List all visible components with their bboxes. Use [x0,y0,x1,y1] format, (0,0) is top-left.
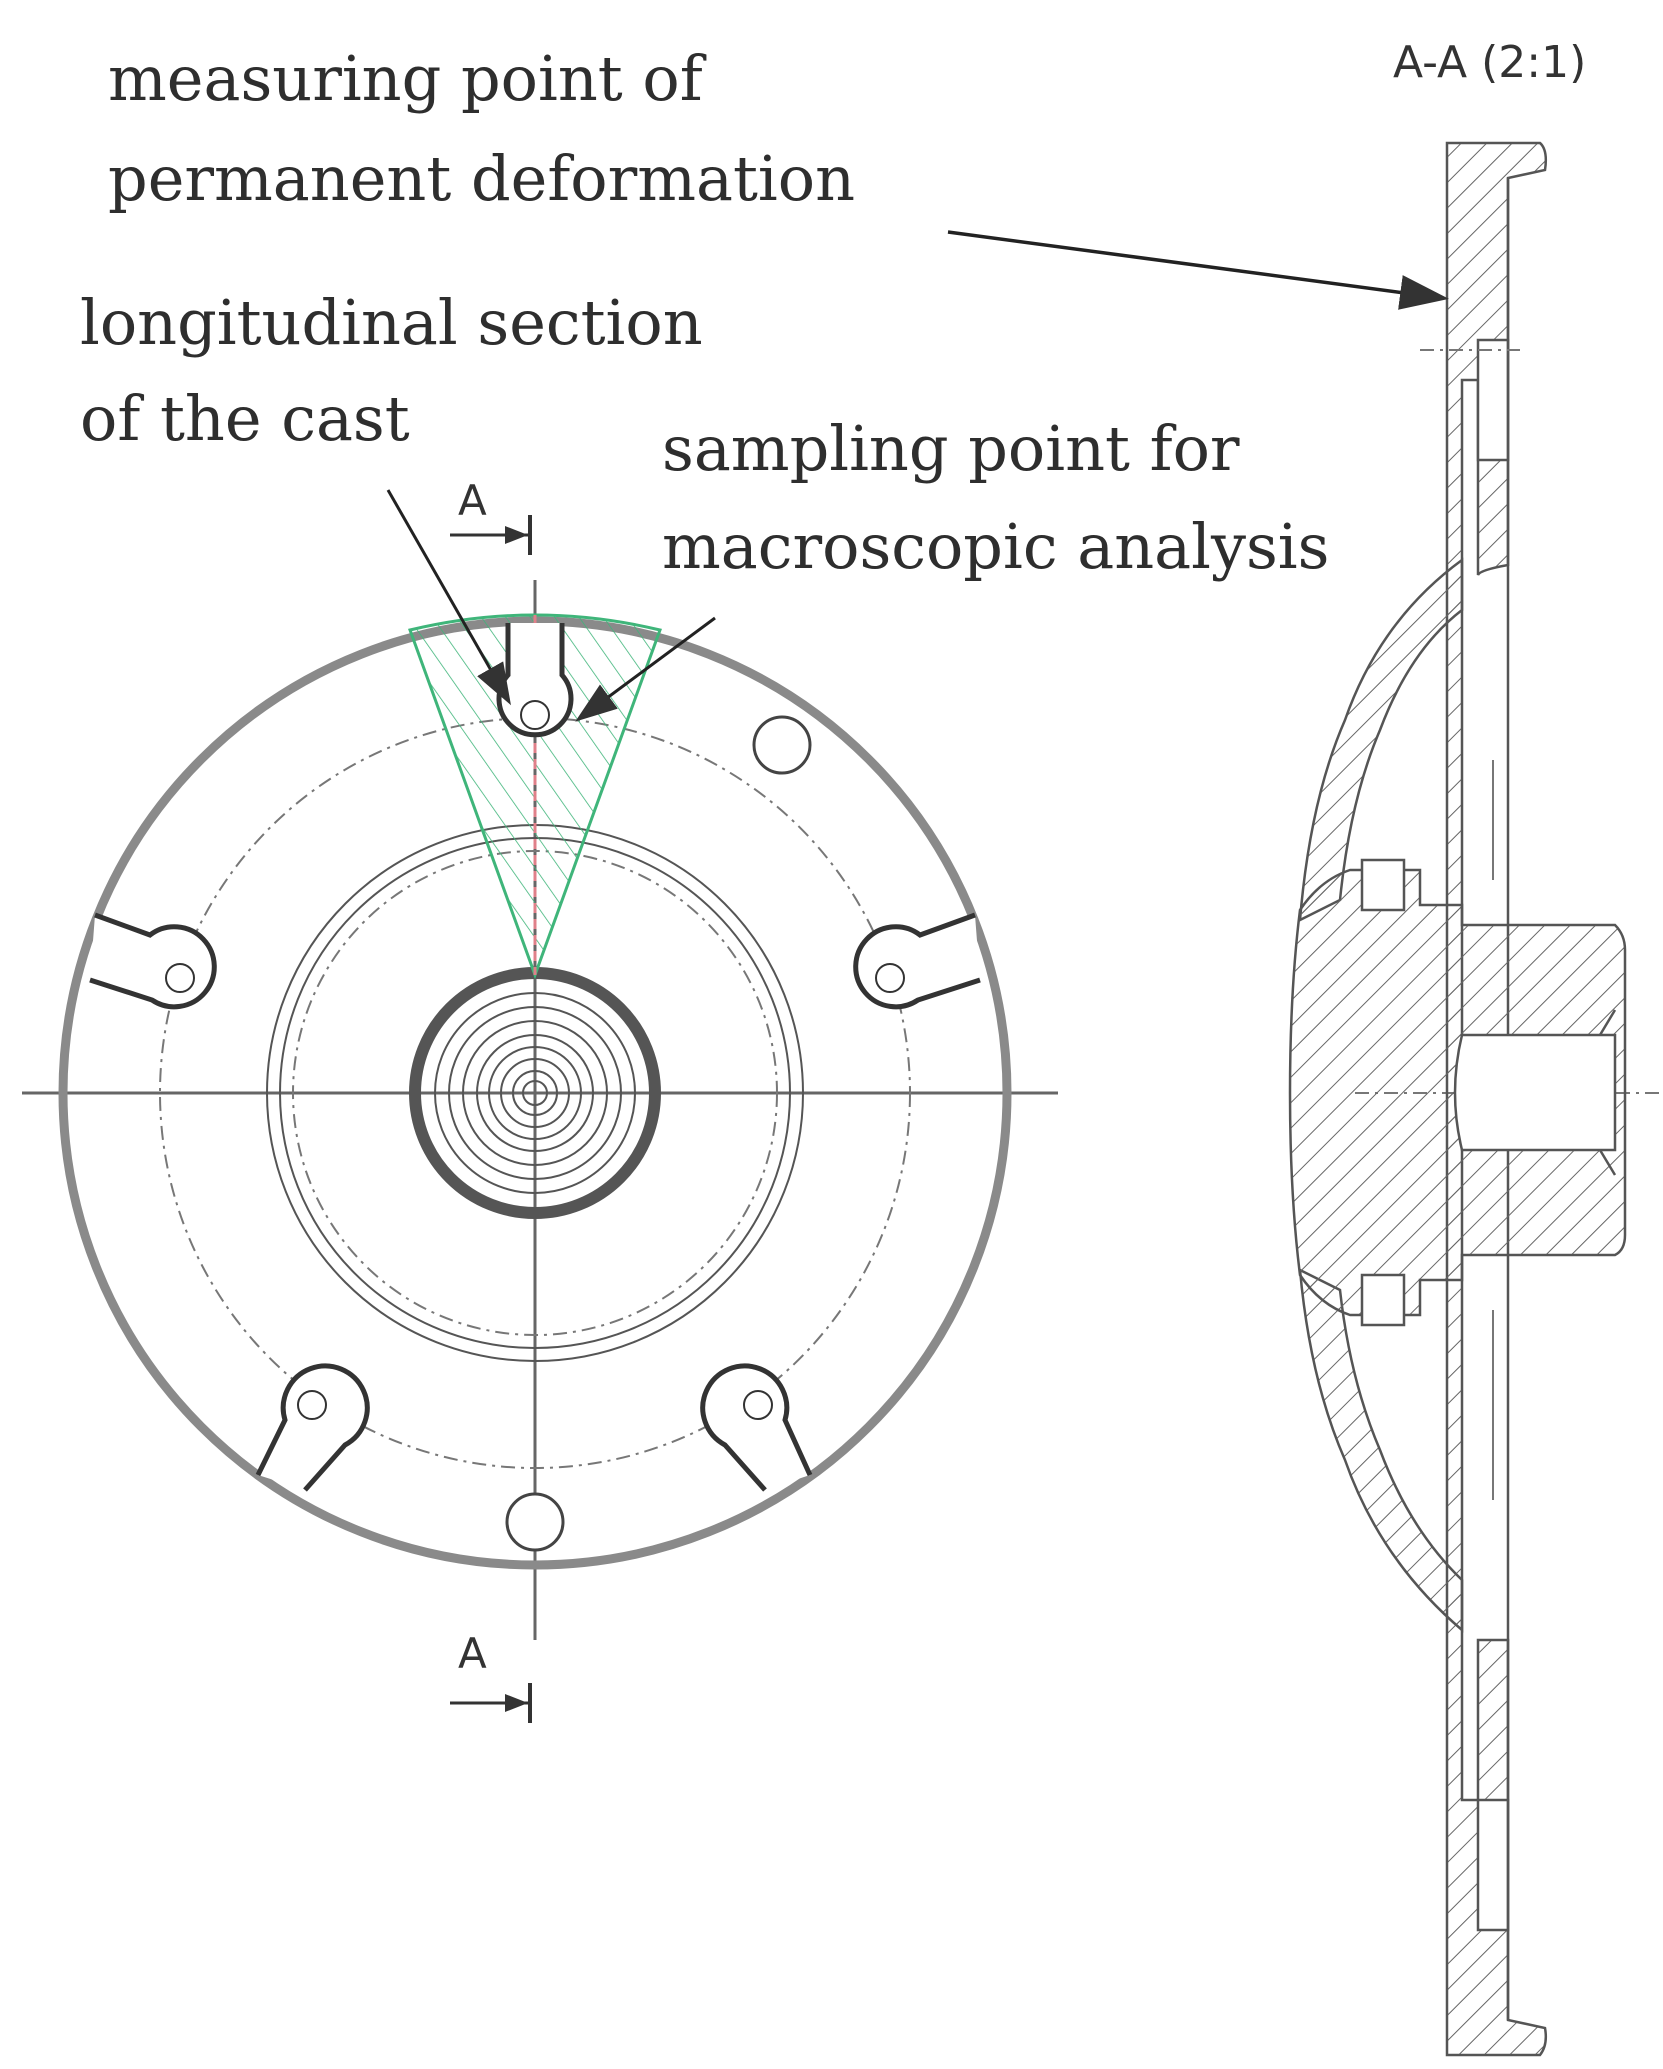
plate-step-top [1476,338,1510,462]
pin-hole-upper-right [752,715,812,775]
section-marker-top: A [450,476,532,555]
leader-longitudinal-section [386,489,511,706]
right-lug [853,912,981,1010]
section-plate [1445,141,1548,2057]
sampling-point-label-line2: macroscopic analysis [662,510,1329,583]
lower-right-lug [700,1363,813,1492]
hub-bore-chamfer [1598,1009,1617,1176]
leader-sampling-point [575,616,716,722]
section-marker-bottom: A [450,1629,532,1723]
section-view-title: A-A (2:1) [1393,37,1586,88]
top-lug [496,623,574,738]
measuring-point-label-line2: permanent deformation [108,142,855,215]
hub-bore [1453,1033,1617,1152]
lower-left-lug [255,1363,370,1492]
hub-pocket-bottom [1360,1273,1406,1327]
pin-hole-bottom [505,1492,565,1552]
section-marker-bottom-label: A [458,1629,487,1678]
front-view: A A [22,476,1058,1723]
leader-measuring-point [947,230,1449,310]
left-lug [89,912,217,1010]
section-marker-top-label: A [458,476,487,525]
measuring-point-label-line1: measuring point of [108,42,707,115]
plate-step-bottom [1476,1798,1510,1932]
bolt-circle [159,717,911,1469]
longitudinal-section-label-line1: longitudinal section [80,286,703,359]
annotations: measuring point of permanent deformation… [80,42,1329,583]
longitudinal-section-label-line2: of the cast [80,382,410,455]
hub-pocket-top [1360,858,1406,912]
section-view-a-a: A-A (2:1) [947,37,1660,2057]
sampling-point-label-line1: sampling point for [662,412,1240,485]
